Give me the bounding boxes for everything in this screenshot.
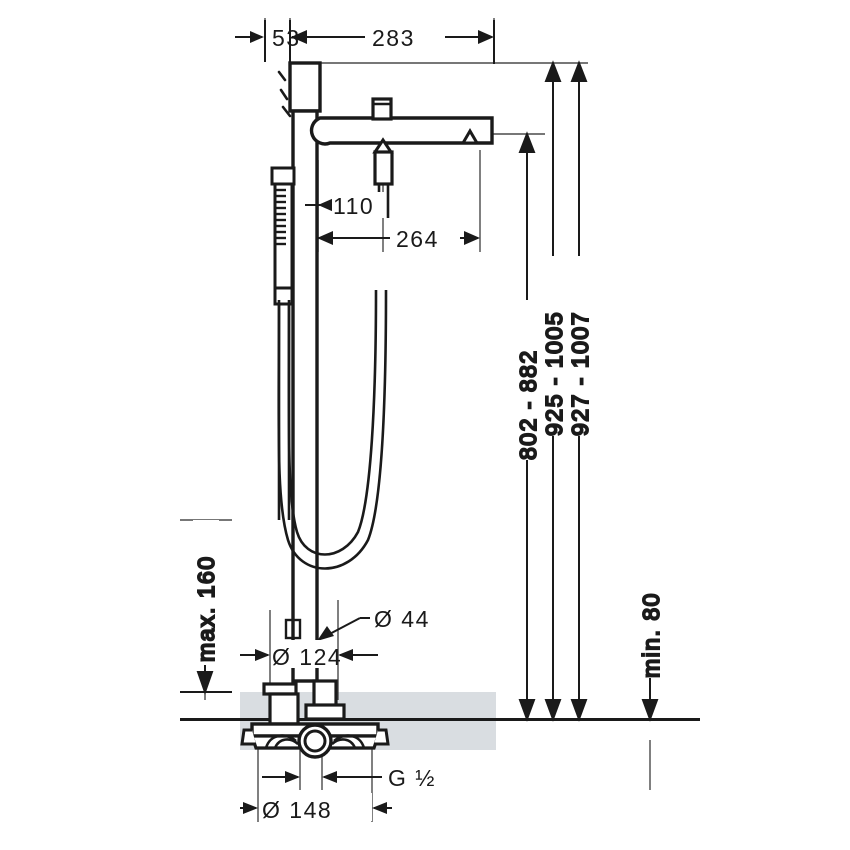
dimension-diameter-124-group: Ø 124 bbox=[240, 640, 378, 670]
pedestal-base-assembly bbox=[240, 679, 390, 759]
vertical-height-dimensions: 802 - 882 925 - 1005 927 - 1007 bbox=[514, 60, 594, 722]
dimension-264-group: 264 bbox=[317, 225, 480, 252]
mixer-body bbox=[288, 61, 494, 683]
dimension-925-1005: 925 - 1005 bbox=[541, 311, 567, 436]
dimension-diameter-44: Ø 44 bbox=[374, 606, 430, 632]
dimension-g-half: G ½ bbox=[388, 765, 436, 791]
dimension-diameter-44-group: Ø 44 bbox=[317, 606, 430, 641]
dimension-max-160: max. 160 bbox=[193, 555, 219, 662]
dimension-diameter-148: Ø 148 bbox=[262, 797, 332, 823]
dimension-264: 264 bbox=[396, 226, 439, 252]
dimension-diameter-124: Ø 124 bbox=[272, 644, 342, 670]
dimension-802-882: 802 - 882 bbox=[515, 349, 541, 460]
dimension-diameter-148-group: Ø 148 bbox=[240, 793, 392, 823]
dimension-min-80: min. 80 bbox=[638, 592, 664, 678]
dimension-max-160-group: max. 160 bbox=[180, 520, 232, 696]
dimension-g-half-group: G ½ bbox=[262, 765, 436, 791]
handshower-grip-texture bbox=[275, 188, 286, 246]
dimension-283: 283 bbox=[372, 25, 415, 51]
dimension-110: 110 bbox=[333, 193, 374, 219]
shower-hose bbox=[277, 289, 388, 570]
dimension-min-80-group: min. 80 bbox=[637, 568, 665, 722]
top-dimension-row: 53 283 bbox=[235, 20, 495, 64]
dimension-927-1007: 927 - 1007 bbox=[567, 311, 593, 436]
dimension-110-group: 110 bbox=[305, 192, 384, 219]
section-break-leader bbox=[277, 70, 292, 118]
